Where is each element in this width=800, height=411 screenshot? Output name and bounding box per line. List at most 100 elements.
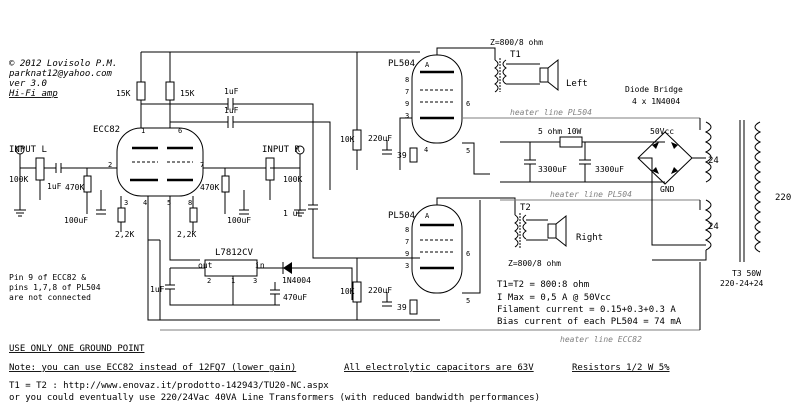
ecc-pin-5: 5 xyxy=(167,199,171,207)
pl504-bot-pin-a: A xyxy=(425,212,430,220)
label-3300-b: 3300uF xyxy=(595,165,624,174)
cap-100uf-l xyxy=(96,190,106,215)
ecc82-label: ECC82 xyxy=(93,125,120,135)
t3-secondary-a xyxy=(704,121,712,183)
pl504-top-pin-6: 6 xyxy=(466,100,470,108)
speaker-right-label: Right xyxy=(576,233,603,243)
speaker-right xyxy=(547,223,557,239)
spec-line-1: T1=T2 = 800:8 ohm xyxy=(497,280,589,290)
output-stage: PL504 A 8 7 9 3 6 5 4 Z=800/8 ohm T1 Lef… xyxy=(340,38,603,320)
speaker-left-label: Left xyxy=(566,79,588,89)
pl504-bot-pin-7: 7 xyxy=(405,238,409,246)
pot-100k-r xyxy=(265,157,275,181)
resistor-470k-l xyxy=(83,175,92,193)
ground-note: USE ONLY ONE GROUND POINT xyxy=(9,344,145,354)
resistor-5ohm xyxy=(559,136,583,148)
diode-1n4004 xyxy=(283,262,292,274)
t1-primary xyxy=(494,59,499,93)
label-15k-b: 15K xyxy=(180,89,195,98)
t1-secondary xyxy=(502,59,507,85)
t1-ratio-label: Z=800/8 ohm xyxy=(490,38,543,47)
reg-pin-2: 2 xyxy=(207,277,211,285)
label-pot-r: 100K xyxy=(283,175,302,184)
pl504-top-tube xyxy=(411,54,463,144)
label-2k2-l: 2,2K xyxy=(115,230,134,239)
label-100uf-l: 100uF xyxy=(64,216,88,225)
reg-pin-3: 3 xyxy=(253,277,257,285)
bridge-spec: 4 x 1N4004 xyxy=(632,97,680,106)
pl504-bot-pin-9: 9 xyxy=(405,250,409,258)
heater-line-ecc82: heater line ECC82 xyxy=(560,335,642,344)
sec-24-a: 24 xyxy=(708,156,719,166)
cap-3300uf-b xyxy=(579,142,591,182)
regulator-body xyxy=(204,259,258,277)
transformer-link-note: T1 = T2 : http://www.enovaz.it/prodotto-… xyxy=(9,381,329,391)
ecc-note: Note: you can use ECC82 instead of 12FQ7… xyxy=(9,363,296,373)
gnd-label: GND xyxy=(660,185,675,194)
label-15k-a: 15K xyxy=(116,89,131,98)
pot-100k-l xyxy=(35,157,45,181)
cap-3300uf-a xyxy=(524,142,536,182)
power-supply: Diode Bridge 4 x 1N4004 5 ohm 10W 50Vcc … xyxy=(500,85,791,330)
spec-line-2: I Max = 0,5 A @ 50Vcc xyxy=(497,293,611,303)
t2-primary xyxy=(514,214,519,248)
label-1uf-reg: 1uF xyxy=(150,285,165,294)
t2-ratio-label: Z=800/8 ohm xyxy=(508,259,561,268)
label-39-top: 39 xyxy=(397,151,407,160)
label-220uf-top: 220uF xyxy=(368,134,392,143)
pl504-bot-pin-5: 5 xyxy=(466,297,470,305)
t1-label: T1 xyxy=(510,50,521,60)
label-2k2-r: 2,2K xyxy=(177,230,196,239)
t2-secondary xyxy=(522,214,527,240)
res-note: Resistors 1/2 W 5% xyxy=(572,363,670,373)
pl504-top-pin-8: 8 xyxy=(405,76,409,84)
ecc82-tube xyxy=(116,127,204,197)
pl504-top-pin-5: 5 xyxy=(466,147,470,155)
input-r-label: INPUT R xyxy=(262,145,301,155)
t3-spec: 220-24+24 xyxy=(720,279,764,288)
label-10k-bot: 10K xyxy=(340,287,355,296)
reg-in-label: in xyxy=(255,261,265,270)
pl504-bottom-label: PL504 xyxy=(388,211,415,221)
t3-secondary-b xyxy=(704,199,712,251)
vcc-label: 50Vcc xyxy=(650,127,674,136)
label-1uf-in-l: 1uF xyxy=(47,182,62,191)
pl504-bot-pin-3: 3 xyxy=(405,262,409,270)
pl504-top-pin-7: 7 xyxy=(405,88,409,96)
regulator-label: L7812CV xyxy=(215,248,254,258)
speaker-left xyxy=(539,67,549,83)
resistor-470k-r xyxy=(221,175,230,193)
ecc-pin-7: 7 xyxy=(200,161,204,169)
pl504-top-pin-a: A xyxy=(425,61,430,69)
ecc-pin-8: 8 xyxy=(188,199,192,207)
heater-line-pl504-a: heater line PL504 xyxy=(510,108,592,117)
cap-100uf-r xyxy=(239,190,249,215)
title-text: Hi-Fi amp xyxy=(8,89,58,99)
label-39-bot: 39 xyxy=(397,303,407,312)
reg-out-label: out xyxy=(198,261,213,270)
ecc-pin-6: 6 xyxy=(178,127,182,135)
resistor-15k-a xyxy=(136,81,146,101)
pl504-bottom-tube xyxy=(411,204,463,294)
pins-note-1: Pin 9 of ECC82 & xyxy=(9,273,86,282)
copyright-text: © 2012 Lovisolo P.M. xyxy=(9,59,117,69)
resistor-2k2-r xyxy=(189,207,198,223)
email-text: parknat12@yahoo.com xyxy=(8,69,113,79)
label-1uf-mid: 1 uF xyxy=(283,209,302,218)
label-100uf-r: 100uF xyxy=(227,216,251,225)
ecc-pin-1: 1 xyxy=(141,127,145,135)
label-5ohm: 5 ohm 10W xyxy=(538,127,582,136)
preamp-section: 15K 15K 1uF 1uF ECC82 1 6 2 7 3 4 5 8 IN… xyxy=(9,51,440,321)
resistor-2k2-l xyxy=(117,207,126,223)
alternative-note: or you could eventually use 220/24Vac 40… xyxy=(9,393,540,403)
heater-line-pl504-b: heater line PL504 xyxy=(550,190,632,199)
pl504-top-pin-4: 4 xyxy=(424,146,428,154)
label-1uf-top2: 1uF xyxy=(224,106,239,115)
regulator-section: L7812CV out in 2 1 3 1uF 1N4004 470uF xyxy=(150,248,353,306)
cap-1uf-top2 xyxy=(227,116,234,128)
ecc-pin-2: 2 xyxy=(108,161,112,169)
resistor-39-bot xyxy=(409,299,418,315)
t2-label: T2 xyxy=(520,203,531,213)
